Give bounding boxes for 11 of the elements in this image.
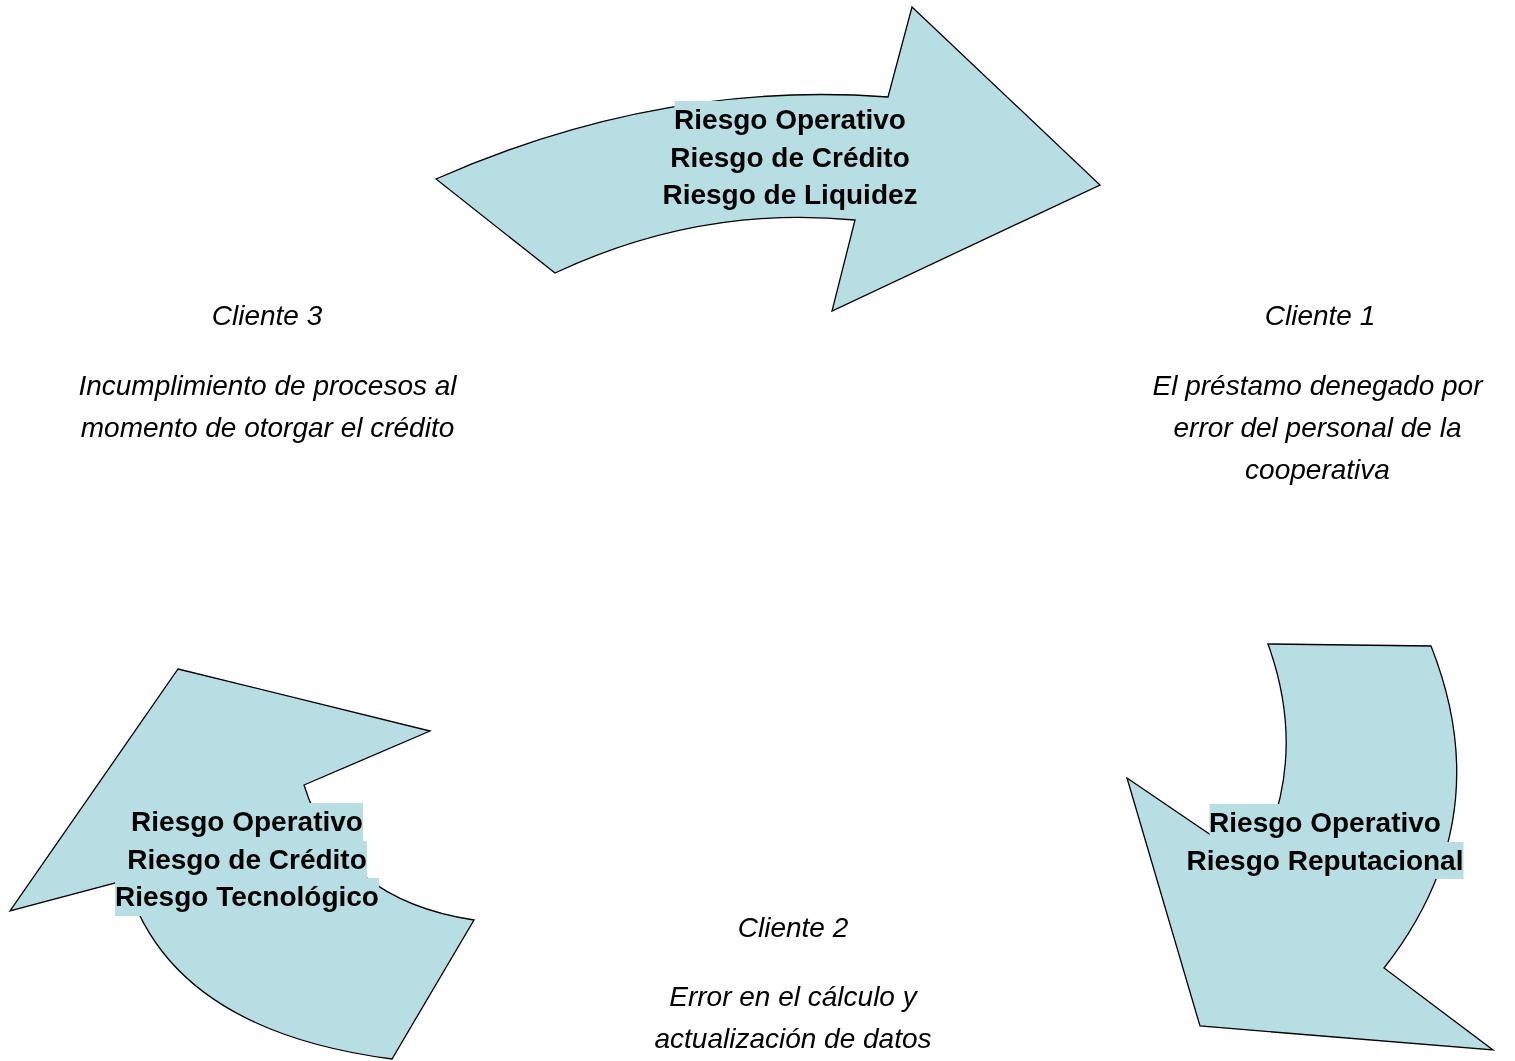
risk-label: Riesgo de Crédito <box>127 840 367 878</box>
risk-label: Riesgo Reputacional <box>1186 841 1464 879</box>
client-note: El préstamo denegado por error del personal de la cooperativa <box>1151 369 1485 487</box>
client-note: Cliente 1 <box>1263 299 1377 333</box>
client-note: Cliente 2 <box>736 911 850 945</box>
client-note: Incumplimiento de procesos al momento de otorgar el crédito <box>77 369 458 445</box>
risk-label: Riesgo Operativo <box>1209 804 1441 842</box>
client-note: Error en el cálculo y actualización de datos <box>653 980 933 1056</box>
risk-label: Riesgo Operativo <box>131 803 363 841</box>
risk-label: Riesgo Tecnológico <box>115 878 379 916</box>
client-note: Cliente 3 <box>210 299 324 333</box>
